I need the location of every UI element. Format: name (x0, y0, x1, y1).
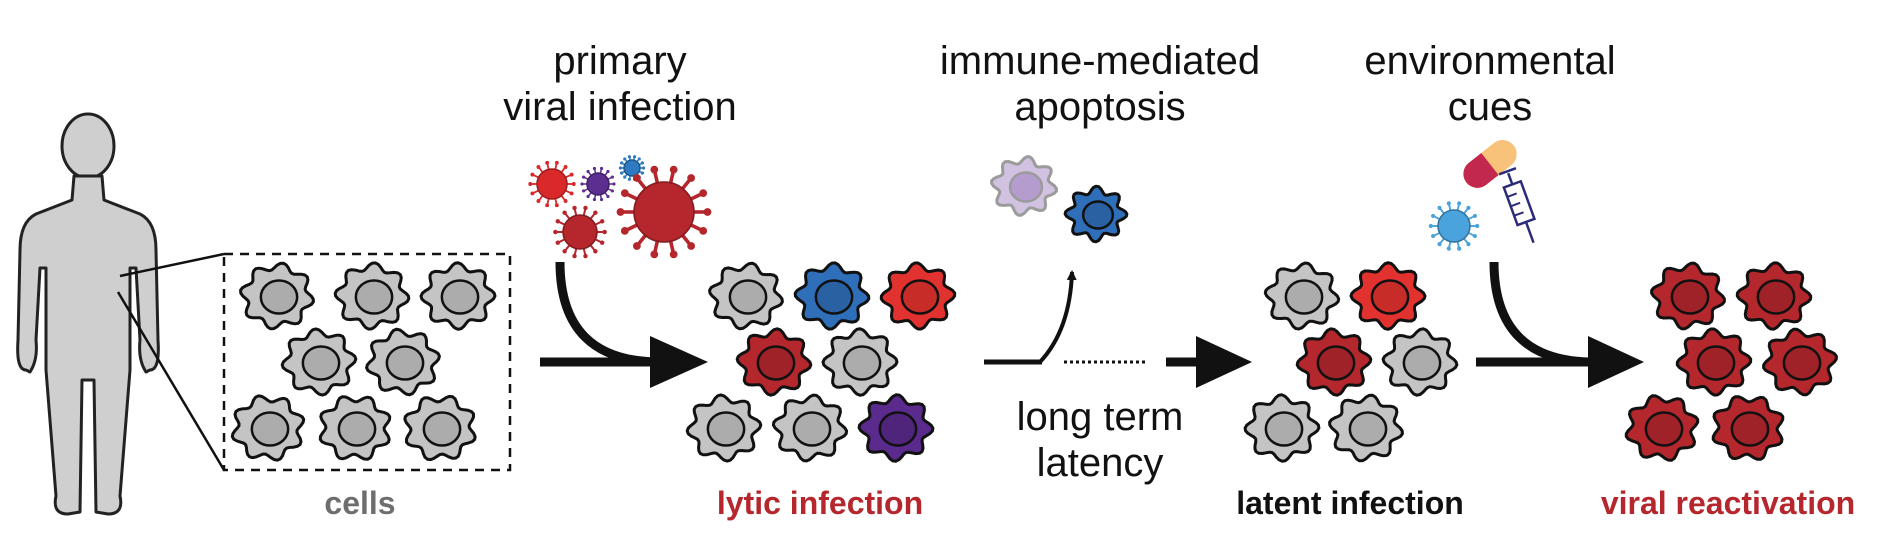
arrow-reactivation (1489, 261, 1595, 367)
label-environmental-cues: environmental cues (1330, 38, 1650, 130)
healthy-cell (365, 327, 441, 397)
virus-large-icon (616, 165, 712, 259)
label-immune-line1: immune-mediated (939, 39, 1261, 83)
healthy-cell (230, 394, 306, 462)
cells-layer (230, 155, 1838, 463)
label-immune-apoptosis: immune-mediated apoptosis (890, 38, 1310, 130)
lytic-cell-blue (793, 261, 871, 331)
reactivated-cell (1735, 261, 1813, 331)
latent-cell-gray (1328, 393, 1404, 463)
healthy-cell (280, 327, 358, 397)
latent-cell-dark-red (1295, 327, 1373, 397)
viruses-layer (528, 155, 1480, 259)
apoptotic-cell-blue (1063, 184, 1129, 244)
virus-red-icon (528, 160, 576, 208)
arrow-latency-head (1196, 336, 1252, 388)
virus-light-blue-icon (1428, 201, 1480, 251)
label-environmental-line1: environmental (1364, 39, 1616, 83)
arrow-primary-head (650, 336, 708, 388)
healthy-cell (333, 261, 411, 331)
label-primary-line2: viral infection (503, 85, 737, 129)
reactivated-cell (1711, 395, 1785, 461)
reactivated-cell (1650, 261, 1726, 331)
lytic-cell-purple (857, 393, 935, 463)
pill-icon (1463, 140, 1517, 188)
arrow-primary-infection (555, 261, 661, 367)
zoom-line-bottom (116, 291, 226, 471)
healthy-cell (318, 395, 392, 461)
zoom-line-top (119, 252, 225, 278)
lytic-cell-gray (685, 393, 763, 463)
latent-cell-gray (1381, 327, 1459, 397)
arrow-reactivation-head (1588, 336, 1644, 388)
arrow-apoptosis (1038, 270, 1077, 364)
reactivated-cell (1675, 327, 1753, 397)
lytic-cell-red (879, 261, 957, 331)
lytic-cell-gray (771, 393, 849, 463)
label-long-term-latency: long term latency (980, 394, 1220, 486)
virus-blue-icon (618, 155, 646, 181)
latent-cell-red (1349, 261, 1427, 331)
latent-cell-gray (1263, 261, 1341, 331)
healthy-cell (419, 261, 497, 331)
virus-dark-red-icon (553, 205, 607, 259)
lytic-cell-gray (708, 261, 784, 331)
reactivated-cell (1624, 394, 1700, 462)
syringe-icon (1498, 167, 1537, 244)
label-lytic-infection: lytic infection (716, 485, 924, 521)
cells-zoom-box (222, 252, 512, 472)
virus-purple-icon (580, 166, 616, 202)
healthy-cell (403, 394, 477, 462)
label-primary-infection: primary viral infection (470, 38, 770, 130)
lytic-cell-gray (821, 327, 899, 397)
label-primary-line1: primary (553, 39, 687, 83)
label-latent-infection: latent infection (1236, 485, 1464, 521)
reactivated-cell (1762, 327, 1838, 397)
label-cells: cells (324, 485, 396, 521)
apoptotic-cell-purple (990, 155, 1058, 217)
label-immune-line2: apoptosis (1014, 85, 1186, 129)
healthy-cell (239, 261, 315, 331)
latent-cell-gray (1243, 393, 1321, 463)
human-figure-icon (16, 112, 160, 516)
lytic-cell-dark-red (735, 327, 813, 397)
label-environmental-line2: cues (1447, 85, 1533, 129)
label-latency-line1: long term (1016, 395, 1184, 439)
label-latency-line2: latency (1036, 441, 1164, 485)
label-viral-reactivation: viral reactivation (1600, 485, 1856, 521)
